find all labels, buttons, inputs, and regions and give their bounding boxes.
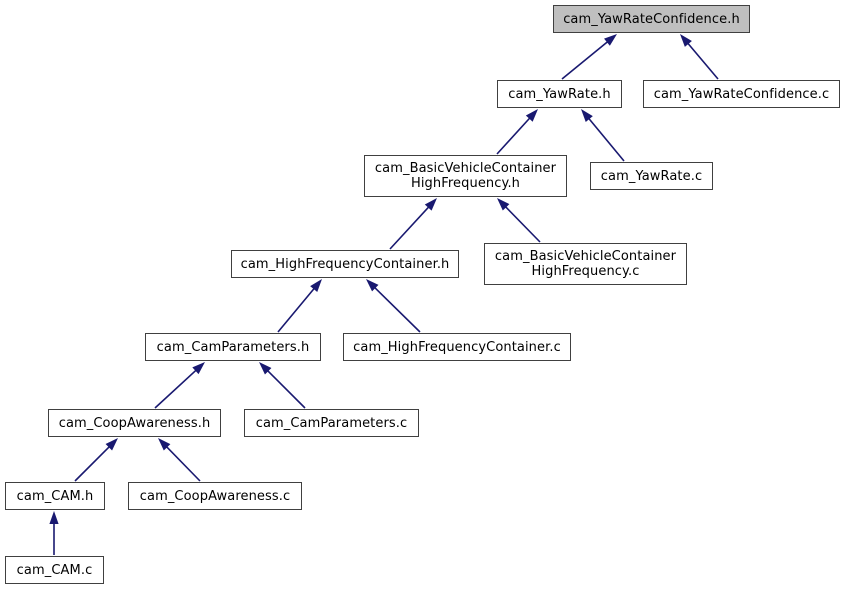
arrowhead-icon	[192, 362, 205, 375]
graph-edge	[259, 362, 306, 409]
arrowhead-icon	[366, 279, 379, 292]
arrowhead-icon	[424, 198, 437, 211]
graph-node-label: cam_BasicVehicleContainer HighFrequency.…	[494, 249, 677, 279]
arrowhead-icon	[259, 362, 272, 375]
graph-node-yawrate_h[interactable]: cam_YawRate.h	[497, 80, 622, 108]
graph-node-label: cam_CAM.c	[16, 562, 93, 578]
graph-edge	[680, 34, 719, 80]
graph-node-coopawareness_h[interactable]: cam_CoopAwareness.h	[48, 409, 221, 437]
graph-edge	[496, 109, 538, 155]
graph-edge	[158, 438, 201, 482]
graph-node-label: cam_CoopAwareness.c	[139, 488, 291, 504]
arrowhead-icon	[604, 34, 617, 46]
arrowhead-icon	[310, 279, 322, 292]
graph-node-yawrate_c[interactable]: cam_YawRate.c	[590, 162, 713, 190]
graph-edge	[49, 511, 59, 555]
graph-node-camparams_h[interactable]: cam_CamParameters.h	[145, 333, 321, 361]
graph-node-cam_c[interactable]: cam_CAM.c	[5, 556, 104, 584]
graph-node-label: cam_HighFrequencyContainer.c	[353, 339, 561, 355]
graph-edge	[561, 34, 617, 80]
graph-node-label: cam_CamParameters.h	[156, 339, 310, 355]
graph-edge	[389, 198, 437, 250]
graph-edge	[366, 279, 421, 333]
graph-node-label: cam_YawRateConfidence.c	[653, 86, 830, 102]
graph-node-label: cam_YawRate.h	[508, 86, 611, 102]
graph-node-bvchf_h[interactable]: cam_BasicVehicleContainer HighFrequency.…	[364, 155, 567, 197]
arrowhead-icon	[158, 438, 171, 451]
graph-node-hfc_h[interactable]: cam_HighFrequencyContainer.h	[231, 250, 459, 278]
arrowhead-icon	[680, 34, 692, 47]
graph-edge	[277, 279, 322, 333]
arrowhead-icon	[525, 109, 538, 122]
arrowhead-icon	[49, 511, 59, 524]
graph-node-label: cam_CoopAwareness.h	[58, 415, 211, 431]
graph-node-cam_h[interactable]: cam_CAM.h	[5, 482, 105, 510]
graph-edge	[154, 362, 205, 409]
graph-node-coopawareness_c[interactable]: cam_CoopAwareness.c	[128, 482, 302, 510]
graph-node-yawrateconfidence_h[interactable]: cam_YawRateConfidence.h	[553, 5, 750, 33]
graph-node-yawrateconfidence_c[interactable]: cam_YawRateConfidence.c	[643, 80, 840, 108]
graph-node-camparams_c[interactable]: cam_CamParameters.c	[244, 409, 419, 437]
graph-node-label: cam_YawRateConfidence.h	[563, 11, 740, 27]
graph-edge	[581, 109, 625, 162]
arrowhead-icon	[581, 109, 593, 122]
arrowhead-icon	[105, 438, 118, 451]
graph-node-label: cam_HighFrequencyContainer.h	[240, 256, 450, 272]
graph-node-bvchf_c[interactable]: cam_BasicVehicleContainer HighFrequency.…	[484, 243, 687, 285]
graph-node-label: cam_CamParameters.c	[255, 415, 408, 431]
graph-node-label: cam_CAM.h	[16, 488, 94, 504]
graph-node-label: cam_YawRate.c	[600, 168, 703, 184]
graph-node-label: cam_BasicVehicleContainer HighFrequency.…	[374, 161, 557, 191]
graph-edge	[74, 438, 118, 482]
arrowhead-icon	[497, 198, 510, 211]
graph-edge	[497, 198, 541, 243]
graph-node-hfc_c[interactable]: cam_HighFrequencyContainer.c	[343, 333, 571, 361]
